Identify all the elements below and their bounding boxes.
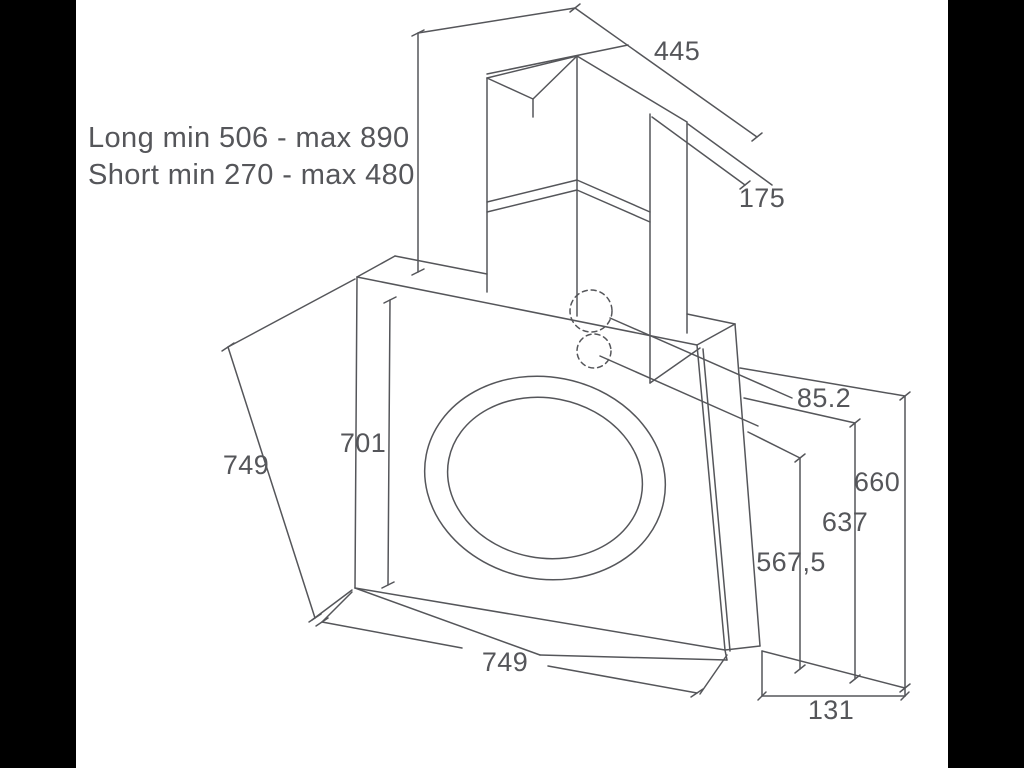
tick xyxy=(849,418,861,428)
hood-underside-corner xyxy=(724,649,728,661)
glass-right-edge xyxy=(696,344,726,651)
tick xyxy=(739,180,751,190)
glass-ring-outer xyxy=(423,375,667,581)
dim-637-extension-top xyxy=(743,397,856,424)
chimney-base-edge xyxy=(649,347,701,384)
chimney-duct-opening xyxy=(486,55,578,100)
glass-bottom-edge xyxy=(354,587,726,651)
dim-top-depth-label: 175 xyxy=(739,183,785,213)
tick xyxy=(794,453,806,463)
dim-front-width-label: 749 xyxy=(482,647,528,677)
chimney-long-range-label: Long min 506 - max 890 xyxy=(88,122,410,154)
tick xyxy=(794,664,806,674)
dim-front-height-label: 701 xyxy=(340,428,386,458)
dim-749side-extension-top xyxy=(227,278,356,348)
tick xyxy=(381,581,395,589)
hood-top-back-edge-right xyxy=(686,313,736,325)
hood-top-left-cap xyxy=(356,255,396,278)
outlet-hole-lower xyxy=(576,333,612,369)
tick xyxy=(751,132,763,142)
chimney-flue xyxy=(486,55,701,384)
dim-bottom-extension xyxy=(761,650,906,689)
glass-right-edge-inner xyxy=(702,348,731,652)
hood-right-side-edge xyxy=(734,323,761,647)
chimney-top-left-edge xyxy=(486,55,578,79)
tick xyxy=(690,688,704,698)
hood-top-front-edge xyxy=(356,276,698,346)
hood-top-back-edge-left xyxy=(394,255,488,275)
tick xyxy=(308,613,322,623)
tick xyxy=(383,296,397,304)
hood-bottom-right-cap xyxy=(724,645,761,651)
dim-175-extension-a xyxy=(651,116,746,186)
hood-top-right-cap xyxy=(696,323,736,346)
dim-445-extension-left xyxy=(417,7,576,34)
hood-underside-front xyxy=(354,587,541,656)
chimney-short-range-label: Short min 270 - max 480 xyxy=(88,159,415,191)
tick xyxy=(411,268,425,276)
dim-749front-line-b xyxy=(547,665,698,694)
dim-bottom-depth-label: 131 xyxy=(808,695,854,725)
chimney-top-right-edge xyxy=(576,55,688,123)
dim-749front-line-a xyxy=(321,621,463,649)
tick xyxy=(315,617,329,627)
glass-ring-inner xyxy=(446,396,644,560)
dim-445-line xyxy=(574,7,758,138)
dim-lower-height-label: 567,5 xyxy=(756,547,826,577)
dim-mid-height-label: 637 xyxy=(822,507,868,537)
dimension-labels: Long min 506 - max 890 Short min 270 - m… xyxy=(88,36,900,725)
dim-85-leader-a xyxy=(609,317,793,399)
chimney-telescopic-joint-lower xyxy=(486,189,651,223)
tick xyxy=(569,3,581,13)
tick xyxy=(899,391,911,401)
dim-660-extension-top xyxy=(739,367,906,397)
dim-749front-extension-right xyxy=(699,654,728,695)
dim-749front-extension-left xyxy=(321,591,353,623)
dimension-lines xyxy=(221,3,911,701)
outlet-hole-upper xyxy=(569,289,613,333)
tick xyxy=(757,691,767,701)
drawing-paper xyxy=(76,0,948,768)
dim-85-leader-b xyxy=(599,355,759,427)
tick xyxy=(221,342,235,352)
dim-445-extension-mid xyxy=(486,44,629,75)
hood-body xyxy=(354,255,761,661)
dim-749side-line xyxy=(227,346,316,619)
dim-outlet-offset-label: 85.2 xyxy=(797,383,851,413)
dim-567-extension-top xyxy=(747,431,801,459)
dim-overall-height-label: 660 xyxy=(854,467,900,497)
dim-175-extension-b xyxy=(687,123,773,186)
glass-left-edge xyxy=(354,276,358,589)
dim-top-width-label: 445 xyxy=(654,36,700,66)
tick xyxy=(900,691,910,701)
dim-701-line xyxy=(387,299,391,586)
dim-side-depth-label: 749 xyxy=(223,450,269,480)
chimney-telescopic-joint-upper xyxy=(486,179,651,213)
hood-underside-back xyxy=(539,654,728,661)
